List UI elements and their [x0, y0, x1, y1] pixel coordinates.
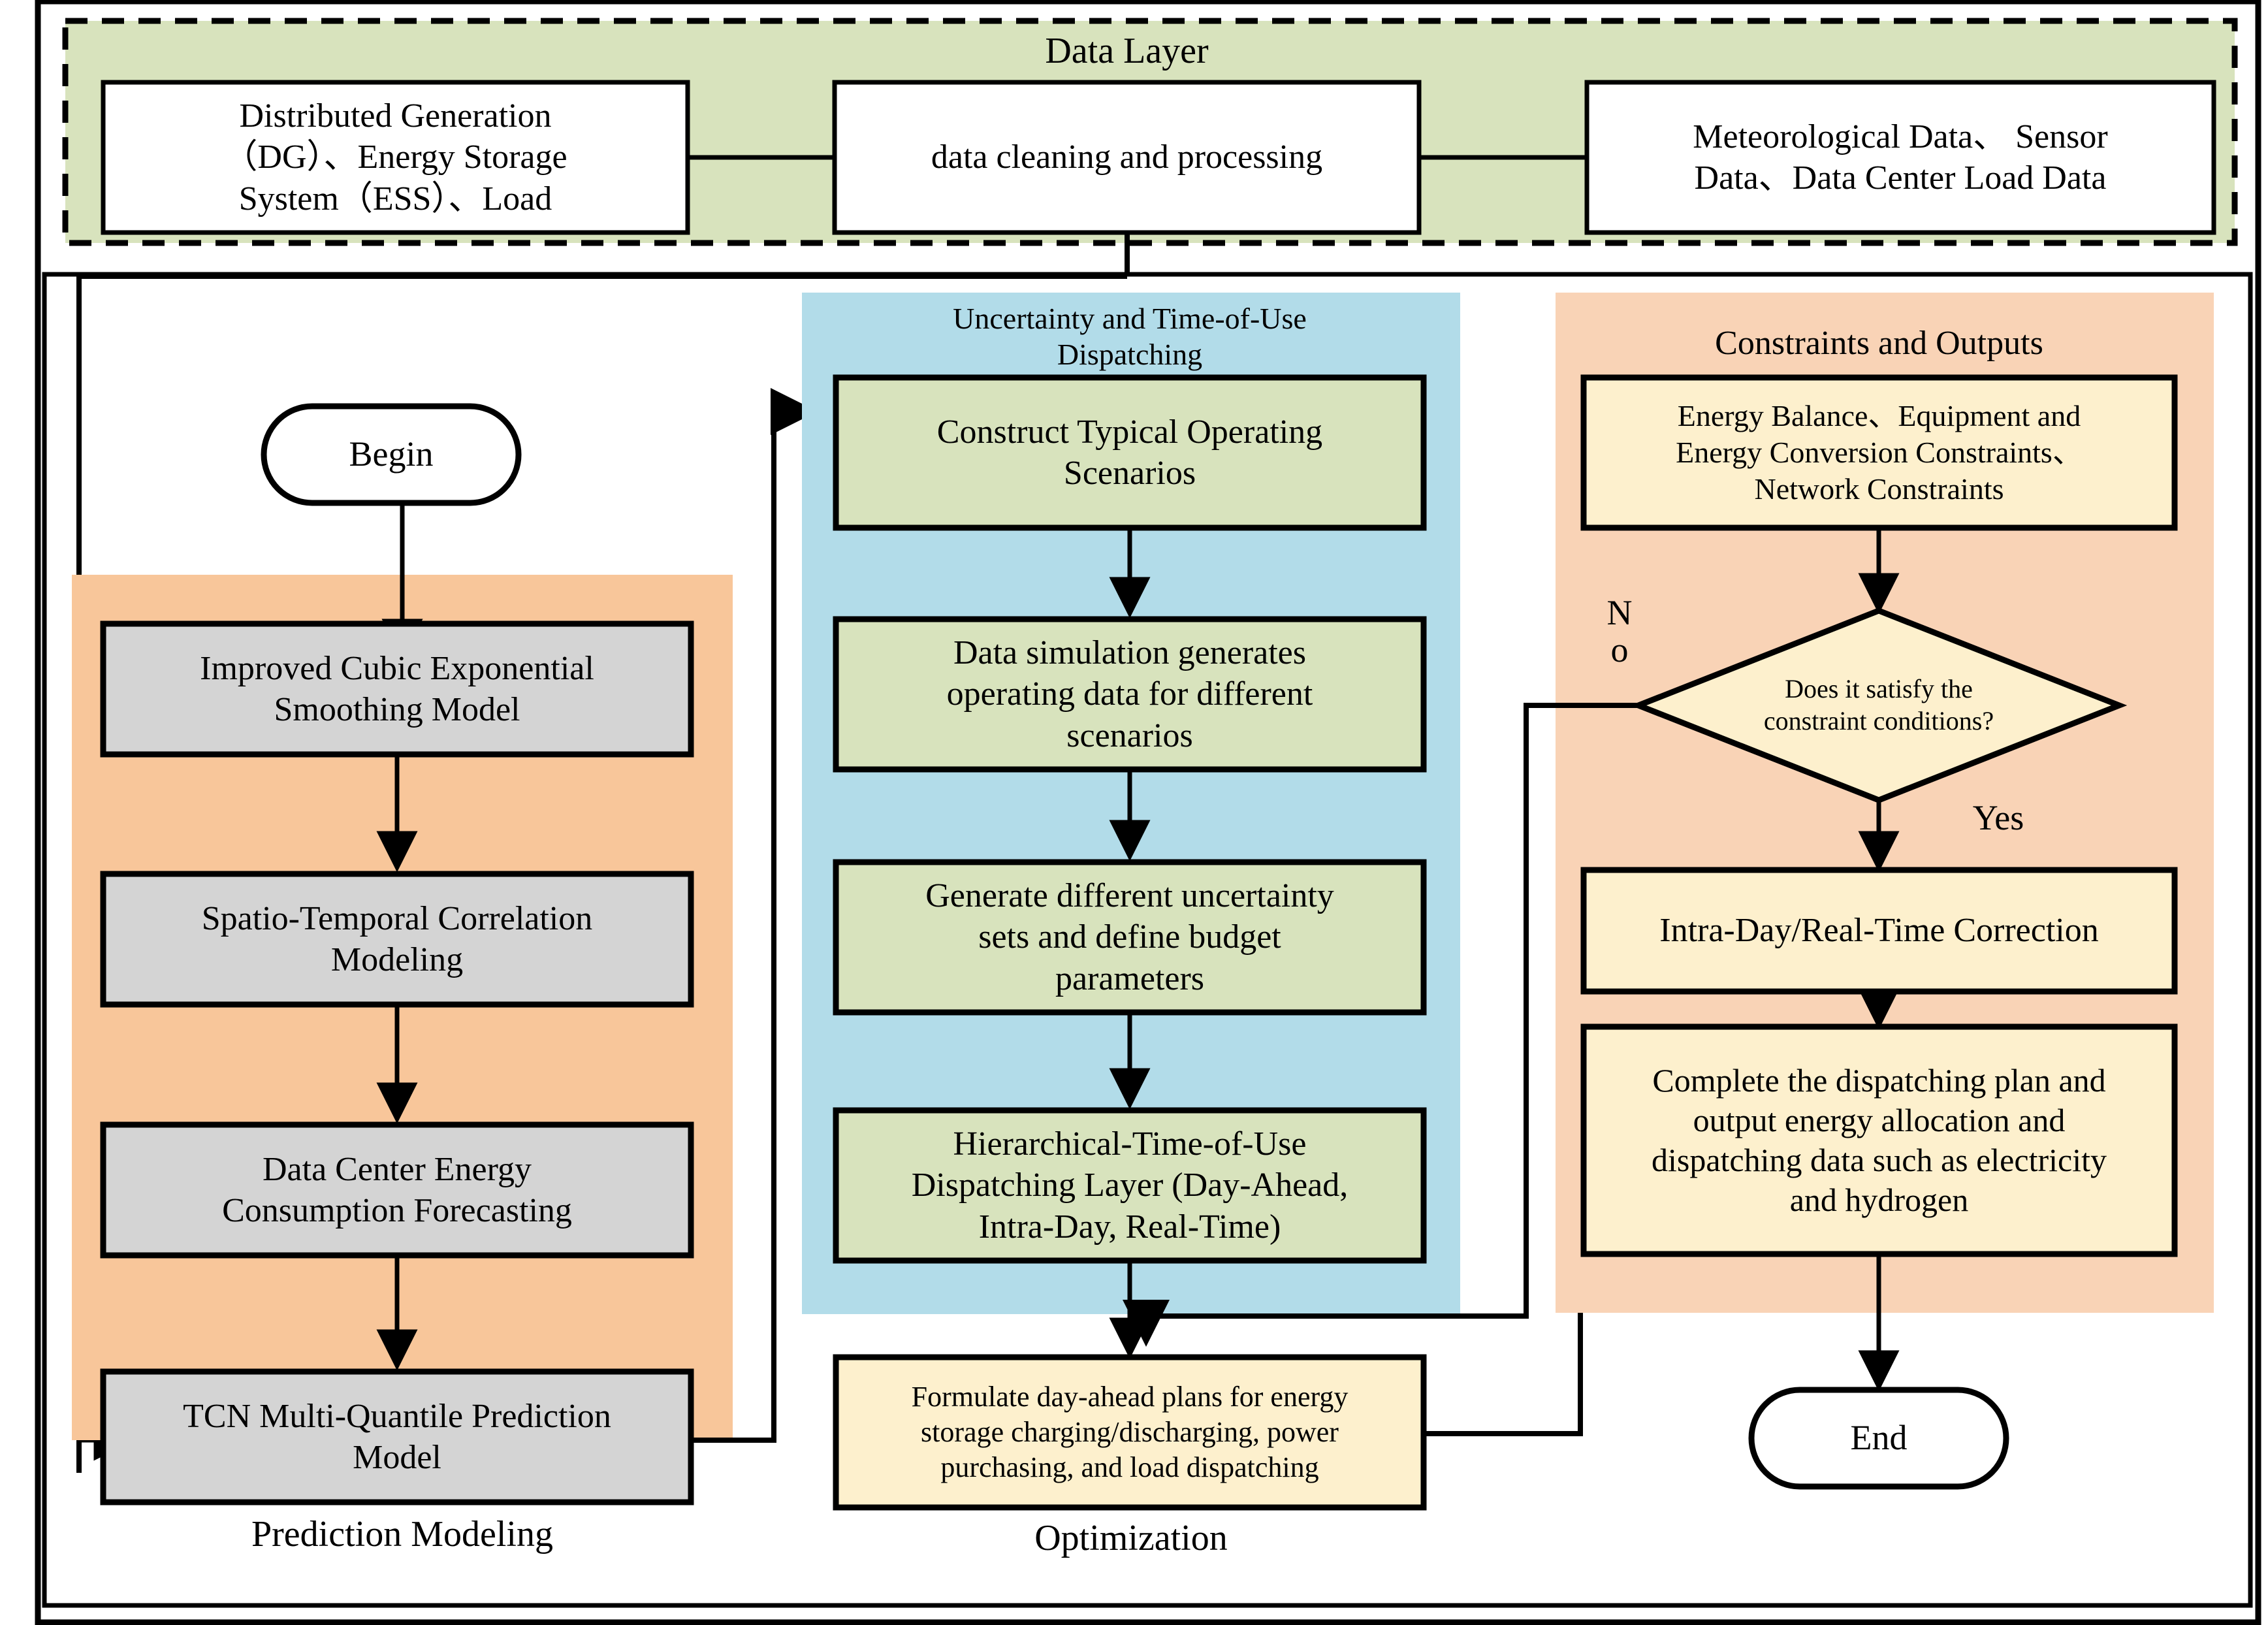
- data-meteo-box: [1584, 80, 2216, 235]
- uncertainty-box-1: [833, 374, 1427, 531]
- uncertainty-box-2: [833, 616, 1427, 773]
- data-source-box: [101, 80, 690, 235]
- end-terminal: [1748, 1387, 2009, 1490]
- prediction-box-3: [100, 1121, 694, 1259]
- prediction-box-2: [100, 871, 694, 1008]
- constraints-box-1: [1580, 374, 2178, 531]
- uncertainty-box-3: [833, 859, 1427, 1016]
- uncertainty-box-4: [833, 1107, 1427, 1264]
- constraints-group-label: Constraints and Outputs: [1715, 324, 2043, 362]
- prediction-box-4: [100, 1368, 694, 1505]
- prediction-modeling-group-label: Prediction Modeling: [251, 1514, 553, 1555]
- data-layer-title: Data Layer: [1045, 31, 1209, 72]
- edge-label-no-char1: N: [1606, 593, 1633, 632]
- flow-frame: [42, 272, 2253, 1608]
- day-ahead-plan-box: [833, 1354, 1427, 1511]
- data-cleaning-box: [832, 80, 1422, 235]
- constraints-box-3: [1580, 1023, 2178, 1257]
- edge-label-yes: Yes: [1972, 798, 2024, 837]
- optimization-group-label: Optimization: [1034, 1518, 1228, 1559]
- edge-decision-no: [1123, 703, 1638, 1347]
- outer-frame: [35, 0, 2261, 1625]
- edge-label-no-char2: o: [1610, 630, 1629, 669]
- edge-pm4-to-ud1: [691, 388, 818, 1443]
- edge-label-no: N o: [1590, 594, 1649, 668]
- uncertainty-group-label: Uncertainty and Time-of-Use Dispatching: [953, 301, 1307, 371]
- prediction-box-1: [100, 620, 694, 758]
- begin-terminal: [261, 403, 522, 506]
- constraints-box-2: [1580, 867, 2178, 995]
